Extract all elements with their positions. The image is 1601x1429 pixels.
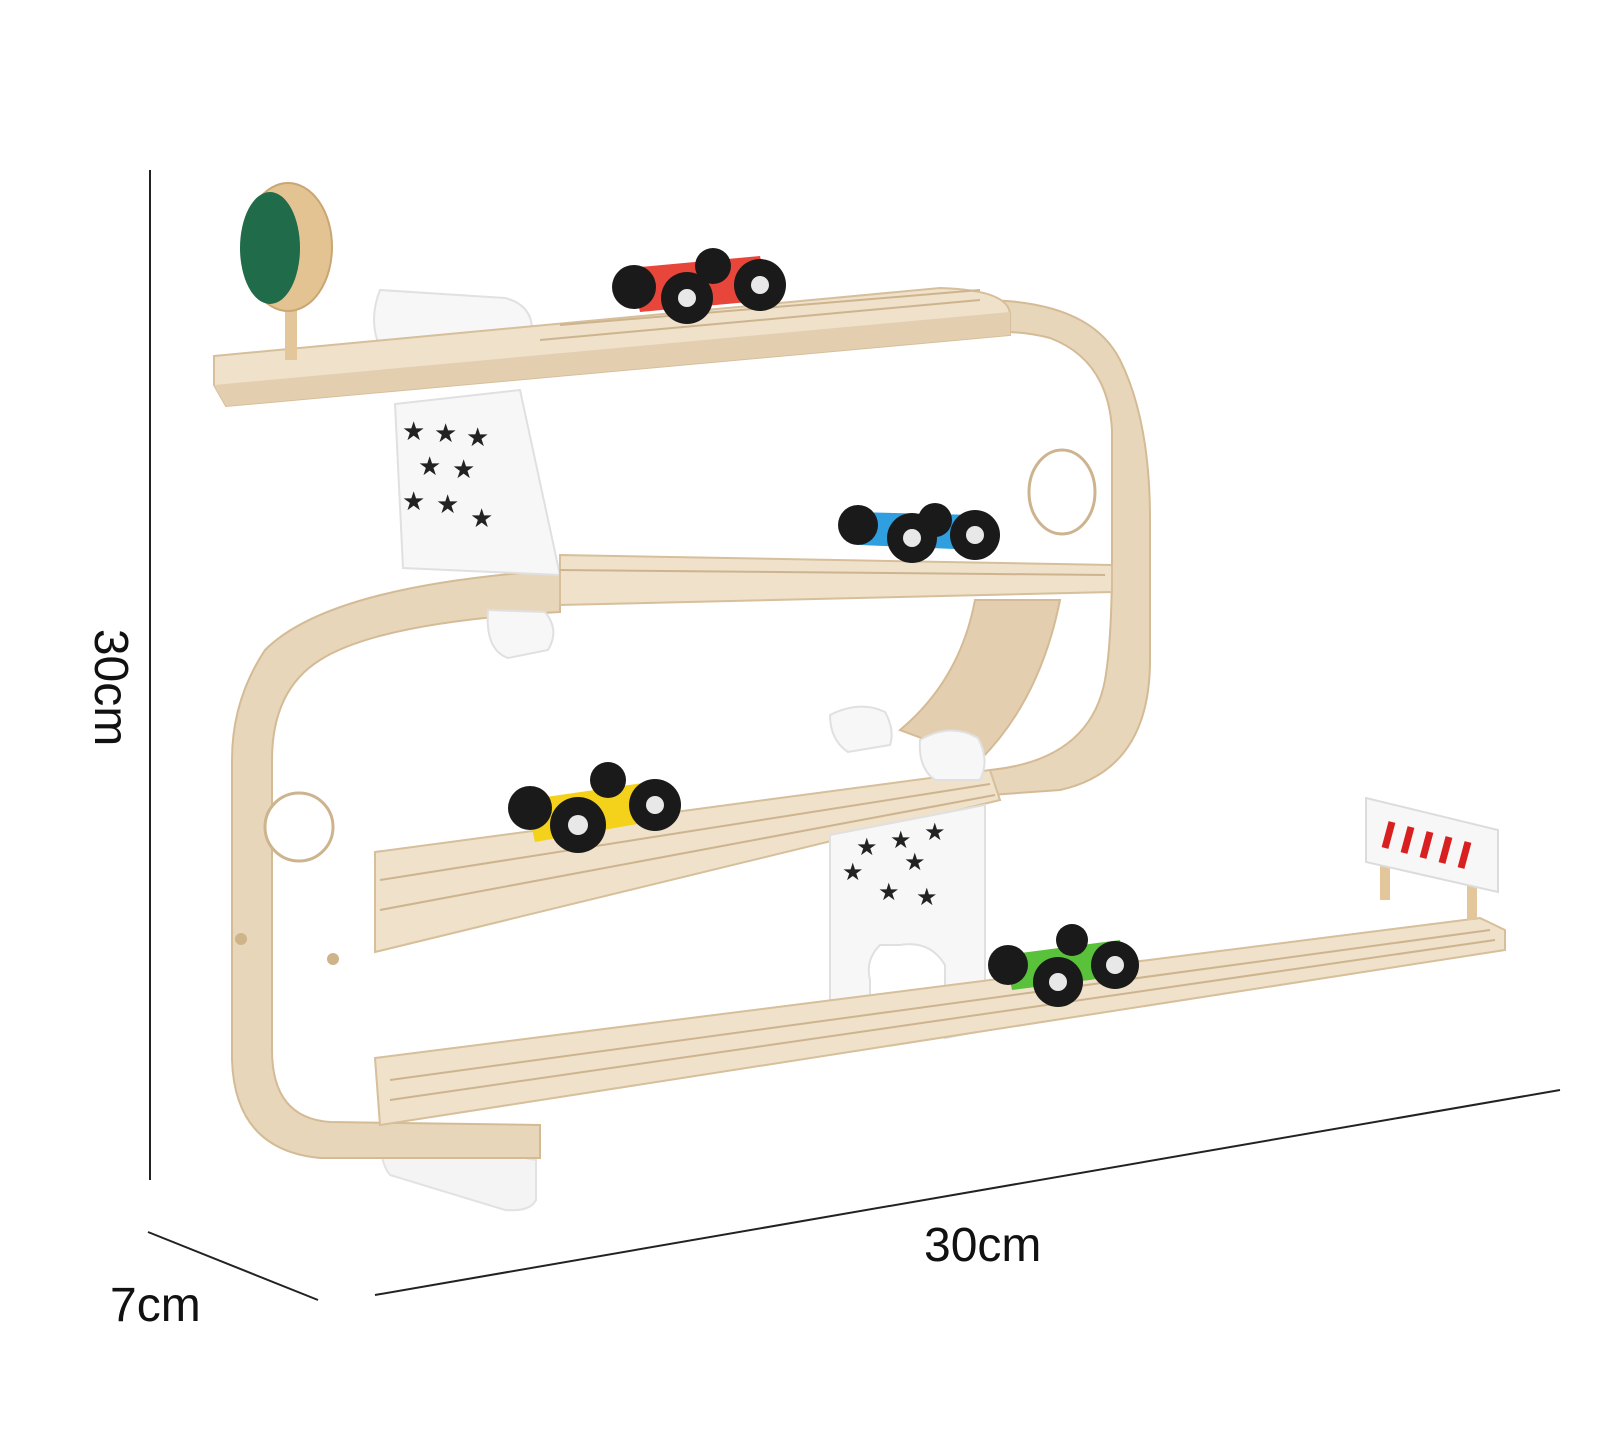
star-icon: ★	[916, 883, 938, 911]
dimension-lines	[147, 170, 1561, 1301]
star-icon: ★	[466, 423, 489, 453]
green-toy-car	[988, 924, 1139, 1007]
star-icon: ★	[402, 417, 425, 447]
star-icon: ★	[418, 452, 441, 482]
depth-dimension-label: 7cm	[110, 1279, 201, 1332]
yellow-toy-car	[508, 762, 681, 853]
upper-curved-wall	[979, 298, 1151, 797]
middle-white-bump	[486, 608, 555, 660]
star-icon: ★	[470, 504, 493, 534]
sign-post	[285, 300, 297, 360]
lower-curved-wall	[231, 568, 561, 1159]
finish-barrier	[1365, 796, 1499, 920]
lower-star-support: ★ ★ ★ ★ ★ ★ ★	[829, 803, 986, 1040]
ramp-white-bump	[918, 729, 986, 781]
ramp-white-bump	[828, 705, 893, 754]
star-icon: ★	[434, 419, 457, 449]
star-icon: ★	[402, 487, 425, 517]
star-icon: ★	[452, 455, 475, 485]
track-groove	[389, 929, 1491, 1081]
star-icon: ★	[924, 818, 946, 846]
lower-ramp	[374, 768, 1002, 954]
star-icon: ★	[842, 858, 864, 886]
blue-toy-car	[838, 503, 1000, 563]
height-dimension-label: 30cm	[84, 628, 138, 747]
lower-wall-hole	[263, 791, 335, 863]
sign-disc-face	[240, 192, 300, 304]
track-groove	[379, 794, 996, 911]
wall-peg	[327, 953, 339, 965]
top-shelf-edge	[214, 312, 1010, 406]
star-icon: ★	[904, 848, 926, 876]
barrier-post	[1380, 860, 1390, 900]
depth-dimension-line	[147, 1231, 319, 1301]
bottom-track	[373, 916, 1506, 1127]
star-icon: ★	[890, 826, 912, 854]
inner-ramp-curve	[898, 599, 1062, 762]
track-groove	[539, 299, 981, 341]
wall-peg	[235, 933, 247, 945]
width-dimension-label: 30cm	[924, 1219, 1042, 1272]
upper-wall-hole	[1027, 448, 1097, 536]
star-icon: ★	[436, 490, 459, 520]
barrier-post	[1467, 880, 1477, 920]
track-groove	[389, 939, 1496, 1101]
star-icon: ★	[878, 878, 900, 906]
track-groove	[379, 783, 991, 881]
star-icon: ★	[856, 833, 878, 861]
middle-shelf	[559, 553, 1113, 607]
green-sign	[240, 182, 333, 360]
width-dimension-line	[374, 1089, 1561, 1296]
red-toy-car	[612, 248, 786, 324]
upper-star-support: ★ ★ ★ ★ ★ ★ ★ ★	[393, 388, 562, 577]
track-groove	[559, 569, 1106, 576]
